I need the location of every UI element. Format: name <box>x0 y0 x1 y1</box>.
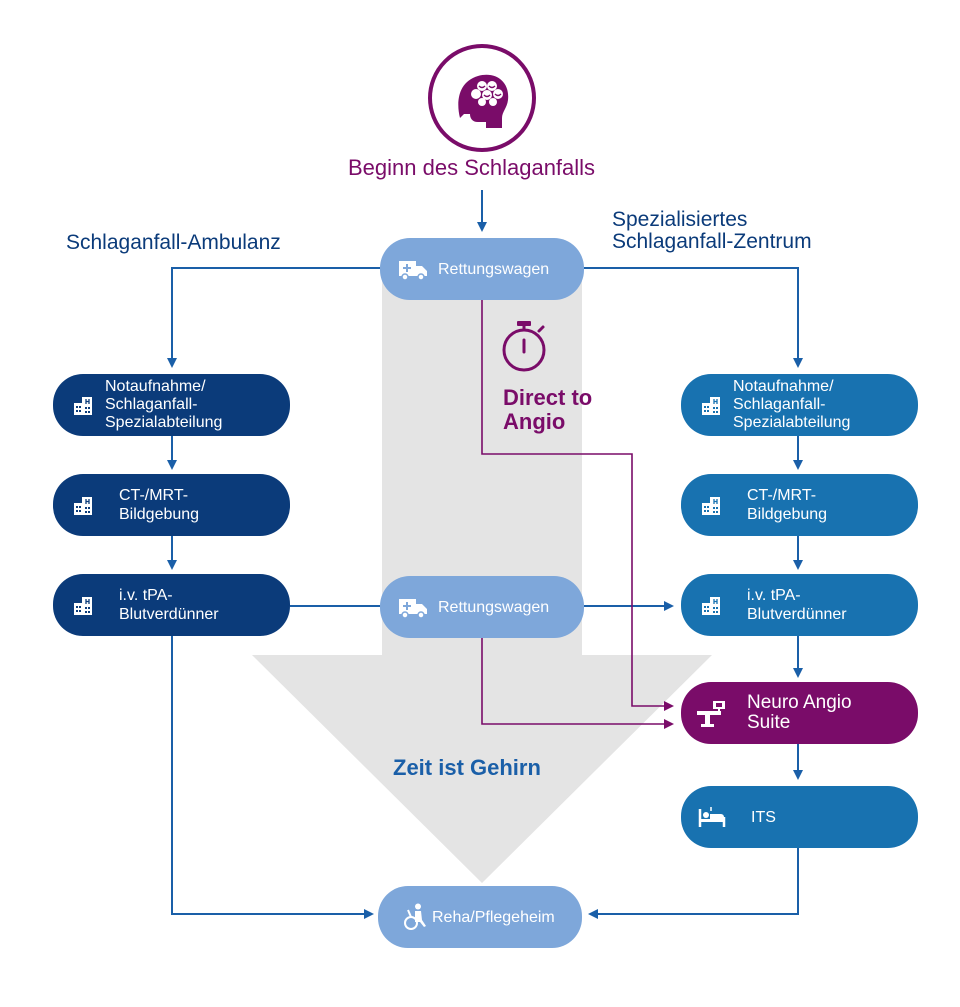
its-label: ITS <box>751 808 776 826</box>
ambulance-icon <box>398 596 428 618</box>
right-emergency-line2: Schlaganfall- <box>733 396 826 413</box>
left-emergency-line1: Notaufnahme/ <box>105 378 206 395</box>
right-emergency-text: Notaufnahme/ Schlaganfall- Spezialabteil… <box>733 378 850 432</box>
rehab-node: Reha/Pflegeheim <box>378 886 582 948</box>
left-imaging-line2: Bildgebung <box>119 506 200 523</box>
ambulance-top-node: Rettungswagen <box>380 238 584 300</box>
left-imaging-line1: CT-/MRT- <box>119 487 189 504</box>
hospital-icon <box>699 593 723 617</box>
hospital-icon <box>71 393 95 417</box>
left-tpa-node: i.v. tPA- Blutverdünner <box>53 574 290 636</box>
right-imaging-text: CT-/MRT- Bildgebung <box>747 486 827 524</box>
bed-icon <box>697 805 727 829</box>
left-emergency-node: Notaufnahme/ Schlaganfall- Spezialabteil… <box>53 374 290 436</box>
angio-table-icon <box>695 699 729 727</box>
left-tpa-line1: i.v. tPA- <box>119 587 173 604</box>
diagram-title: Beginn des Schlaganfalls <box>348 155 596 180</box>
right-emergency-node: Notaufnahme/ Schlaganfall- Spezialabteil… <box>681 374 918 436</box>
stopwatch-icon <box>496 318 552 374</box>
ambulance-icon <box>398 258 428 280</box>
right-emergency-line3: Spezialabteilung <box>733 414 851 431</box>
neuro-angio-node: Neuro Angio Suite <box>681 682 918 744</box>
left-emergency-line2: Schlaganfall- <box>105 396 198 413</box>
right-tpa-text: i.v. tPA- Blutverdünner <box>747 586 847 624</box>
brain-icon <box>426 42 538 154</box>
right-heading-line1: Spezialisiertes <box>612 208 748 231</box>
direct-label-line1: Direct to <box>503 385 593 410</box>
wheelchair-icon <box>402 903 428 931</box>
left-emergency-text: Notaufnahme/ Schlaganfall- Spezialabteil… <box>105 378 222 432</box>
left-tpa-text: i.v. tPA- Blutverdünner <box>119 586 219 624</box>
right-imaging-line1: CT-/MRT- <box>747 487 817 504</box>
right-emergency-line1: Notaufnahme/ <box>733 378 834 395</box>
right-imaging-node: CT-/MRT- Bildgebung <box>681 474 918 536</box>
right-tpa-line1: i.v. tPA- <box>747 587 801 604</box>
hospital-icon <box>71 593 95 617</box>
right-tpa-line2: Blutverdünner <box>747 606 847 623</box>
right-imaging-line2: Bildgebung <box>747 506 828 523</box>
its-node: ITS <box>681 786 918 848</box>
neuro-angio-line2: Suite <box>747 712 791 733</box>
right-tpa-node: i.v. tPA- Blutverdünner <box>681 574 918 636</box>
right-heading-line2: Schlaganfall-Zentrum <box>612 230 812 253</box>
ambulance-top-label: Rettungswagen <box>438 260 550 278</box>
hospital-icon <box>699 493 723 517</box>
left-emergency-line3: Spezialabteilung <box>105 414 223 431</box>
time-label: Zeit ist Gehirn <box>393 755 541 780</box>
left-heading: Schlaganfall-Ambulanz <box>66 231 281 254</box>
hospital-icon <box>71 493 95 517</box>
neuro-angio-text: Neuro Angio Suite <box>747 693 852 733</box>
rehab-label: Reha/Pflegeheim <box>432 908 555 926</box>
neuro-angio-line1: Neuro Angio <box>747 692 852 713</box>
direct-label-line2: Angio <box>503 409 566 434</box>
time-arrow <box>252 268 712 883</box>
left-imaging-text: CT-/MRT- Bildgebung <box>119 486 199 524</box>
ambulance-mid-label: Rettungswagen <box>438 598 550 616</box>
hospital-icon <box>699 393 723 417</box>
ambulance-mid-node: Rettungswagen <box>380 576 584 638</box>
left-imaging-node: CT-/MRT- Bildgebung <box>53 474 290 536</box>
left-tpa-line2: Blutverdünner <box>119 606 219 623</box>
